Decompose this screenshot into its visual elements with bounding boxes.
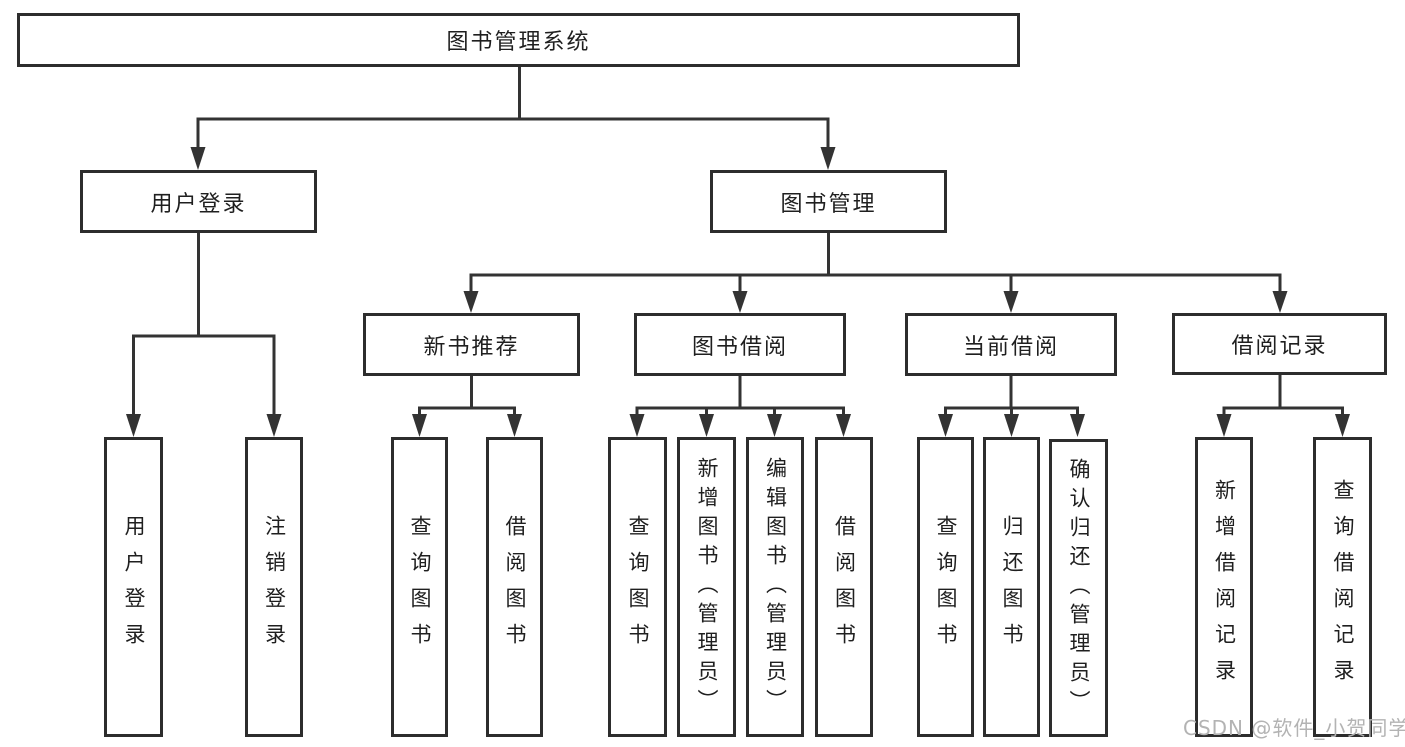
arrow-down-icon [1004, 414, 1019, 437]
arrow-down-icon [412, 414, 427, 437]
leaf-return-books: 归还图书 [983, 437, 1040, 737]
arrow-down-icon [463, 291, 479, 313]
node-new-book-recommendation-label: 新书推荐 [423, 334, 520, 360]
connector [1222, 373, 1344, 420]
connector [196, 65, 830, 152]
leaf-add-books-admin-label: 新增图书（管理员） [695, 456, 719, 718]
arrow-down-icon [767, 414, 782, 437]
connector [469, 231, 1282, 296]
node-current-borrowing: 当前借阅 [905, 313, 1117, 376]
leaf-borrowing-query-books-label: 查询图书 [626, 515, 650, 659]
arrow-down-icon [126, 414, 141, 437]
leaf-current-query-books: 查询图书 [917, 437, 974, 737]
connector [635, 374, 845, 420]
node-root-label: 图书管理系统 [446, 30, 591, 55]
leaf-logout-label: 注销登录 [262, 515, 287, 659]
leaf-add-books-admin: 新增图书（管理员） [677, 437, 736, 737]
leaf-confirm-return-admin-label: 确认归还（管理员） [1067, 457, 1091, 719]
leaf-edit-books-admin-label: 编辑图书（管理员） [763, 456, 788, 718]
leaf-current-query-books-label: 查询图书 [934, 515, 958, 659]
node-user-login-label: 用户登录 [150, 191, 247, 217]
node-borrow-records-label: 借阅记录 [1231, 334, 1328, 359]
node-book-borrowing: 图书借阅 [634, 313, 846, 376]
leaf-query-borrow-record-label: 查询借阅记录 [1331, 479, 1355, 695]
connector-group [132, 65, 1344, 420]
leaf-edit-books-admin: 编辑图书（管理员） [746, 437, 804, 737]
watermark: CSDN @软件_小贺同学 [1183, 716, 1405, 740]
leaf-borrowing-borrow-books: 借阅图书 [815, 437, 873, 737]
node-book-management-label: 图书管理 [780, 191, 877, 217]
node-new-book-recommendation: 新书推荐 [363, 313, 580, 376]
arrow-down-icon [836, 414, 851, 437]
leaf-logout: 注销登录 [245, 437, 303, 737]
connector [132, 231, 276, 420]
node-current-borrowing-label: 当前借阅 [962, 334, 1059, 360]
leaf-query-borrow-record: 查询借阅记录 [1313, 437, 1372, 737]
leaf-user-login-label: 用户登录 [122, 515, 146, 659]
leaf-recommend-query-books: 查询图书 [391, 437, 448, 737]
arrow-down-icon [1216, 414, 1232, 437]
arrowhead-group [126, 147, 1350, 437]
leaf-return-books-label: 归还图书 [1000, 515, 1024, 659]
node-user-login: 用户登录 [80, 170, 317, 233]
leaf-borrowing-borrow-books-label: 借阅图书 [832, 515, 857, 659]
arrow-down-icon [699, 414, 714, 437]
arrow-down-icon [820, 147, 836, 170]
node-borrow-records: 借阅记录 [1172, 313, 1387, 375]
connector [418, 374, 516, 420]
leaf-confirm-return-admin: 确认归还（管理员） [1049, 439, 1108, 737]
node-book-borrowing-label: 图书借阅 [691, 334, 788, 360]
arrow-down-icon [938, 414, 953, 437]
leaf-recommend-borrow-books: 借阅图书 [486, 437, 543, 737]
connector [944, 374, 1079, 420]
leaf-add-borrow-record-label: 新增借阅记录 [1212, 479, 1237, 695]
arrow-down-icon [732, 291, 748, 313]
leaf-recommend-query-books-label: 查询图书 [408, 515, 432, 659]
leaf-recommend-borrow-books-label: 借阅图书 [503, 515, 527, 659]
arrow-down-icon [1272, 291, 1288, 313]
node-book-management: 图书管理 [710, 170, 947, 233]
leaf-add-borrow-record: 新增借阅记录 [1195, 437, 1253, 737]
arrow-down-icon [266, 414, 282, 437]
arrow-down-icon [629, 414, 645, 437]
node-root: 图书管理系统 [17, 13, 1020, 67]
arrow-down-icon [507, 414, 522, 437]
arrow-down-icon [190, 147, 206, 170]
arrow-down-icon [1335, 414, 1350, 437]
leaf-borrowing-query-books: 查询图书 [608, 437, 667, 737]
arrow-down-icon [1070, 414, 1085, 437]
leaf-user-login: 用户登录 [104, 437, 163, 737]
arrow-down-icon [1003, 291, 1019, 313]
